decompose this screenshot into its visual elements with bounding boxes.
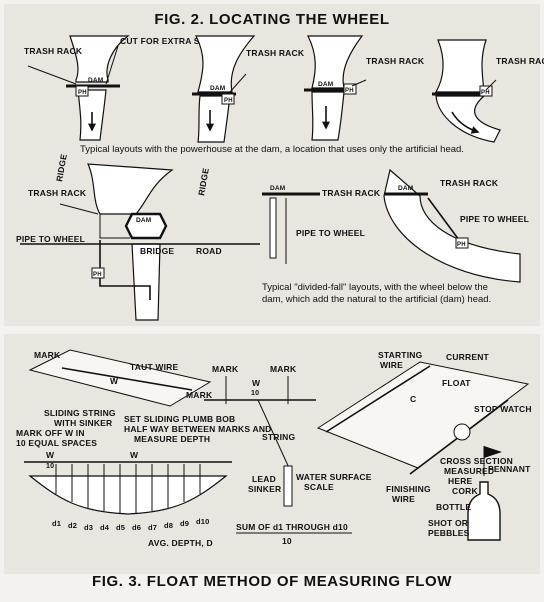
- middle-sinker: SINKER: [248, 484, 281, 494]
- fig2-caption2-line1: Typical "divided-fall" layouts, with the…: [262, 282, 488, 293]
- left-w10-bot: 10: [46, 463, 54, 470]
- left-taut-wire-label: TAUT WIRE: [130, 362, 179, 372]
- right-pennant: PENNANT: [488, 464, 531, 474]
- right-stop-watch: STOP WATCH: [474, 404, 532, 414]
- panel6-trash-rack: TRASH RACK: [322, 188, 381, 198]
- depth-label: d4: [100, 523, 110, 532]
- middle-lead: LEAD: [252, 474, 276, 484]
- panel7-ph: PH: [457, 242, 466, 248]
- left-w: W: [110, 376, 119, 386]
- depth-label: d10: [196, 517, 210, 526]
- depth-label: d1: [52, 519, 61, 528]
- fig3-title: FIG. 3. FLOAT METHOD OF MEASURING FLOW: [92, 573, 452, 590]
- left-w10-top: W: [46, 450, 55, 460]
- right-c: C: [410, 394, 416, 404]
- panel5-ph: PH: [93, 272, 102, 278]
- panel7-dam: DAM: [398, 185, 413, 192]
- panel1-ph: PH: [78, 90, 87, 96]
- depth-label: d8: [164, 521, 173, 530]
- panel2-trash-rack: TRASH RACK: [246, 48, 305, 58]
- depth-label: d2: [68, 521, 77, 530]
- panel4-river-upper: [436, 40, 486, 92]
- panel5-dam-label: DAM: [136, 217, 151, 224]
- right-shot-2: PEBBLES: [428, 528, 470, 538]
- panel6-pipe-channel: [270, 198, 276, 258]
- right-cross-2: MEASURED: [444, 466, 494, 476]
- left-mark-top: MARK: [34, 350, 61, 360]
- panel5-road-label: ROAD: [196, 246, 222, 256]
- panel6-pipe-label: PIPE TO WHEEL: [296, 228, 365, 238]
- left-set-plumb-3: MEASURE DEPTH: [134, 434, 210, 444]
- panel7-trash-rack: TRASH RACK: [440, 178, 499, 188]
- middle-water-surface: WATER SURFACE: [296, 472, 372, 482]
- panel2-ph: PH: [224, 98, 233, 104]
- middle-mark-left: MARK: [212, 364, 239, 374]
- right-current: CURRENT: [446, 352, 490, 362]
- left-set-plumb-1: SET SLIDING PLUMB BOB: [124, 414, 235, 424]
- right-starting: STARTING: [378, 350, 423, 360]
- depth-label: d6: [132, 523, 141, 532]
- right-cross-3: HERE: [448, 476, 473, 486]
- panel5-trash-rack: TRASH RACK: [28, 188, 87, 198]
- depth-label: d3: [84, 523, 93, 532]
- left-avg-depth: AVG. DEPTH, D: [148, 538, 213, 548]
- depth-label: d7: [148, 523, 157, 532]
- fig2: FIG. 2. LOCATING THE WHEEL PH DAM TRASH …: [4, 4, 544, 326]
- right-bottle: BOTTLE: [436, 502, 471, 512]
- left-set-plumb-2: HALF WAY BETWEEN MARKS AND: [124, 424, 272, 434]
- right-finishing: FINISHING: [386, 484, 431, 494]
- depth-label: d5: [116, 523, 125, 532]
- panel4-trash-rack: TRASH RACK: [496, 56, 544, 66]
- panel6-dam: DAM: [270, 185, 285, 192]
- right-shot-1: SHOT OR: [428, 518, 468, 528]
- panel4-ph: PH: [481, 90, 490, 96]
- panel3-river-lower: [312, 92, 344, 140]
- left-with-sinker: WITH SINKER: [54, 418, 112, 428]
- right-finishing-wire-label: WIRE: [392, 494, 415, 504]
- panel2-dam: DAM: [210, 85, 225, 92]
- fig2-caption2-line2: dam, which add the natural to the artifi…: [262, 294, 491, 305]
- middle-scale-label: SCALE: [304, 482, 334, 492]
- fig2-title: FIG. 2. LOCATING THE WHEEL: [154, 11, 389, 28]
- fig2-caption1: Typical layouts with the powerhouse at t…: [80, 144, 464, 155]
- left-mark-off-2: 10 EQUAL SPACES: [16, 438, 97, 448]
- panel7-pipe-label: PIPE TO WHEEL: [460, 214, 529, 224]
- panel1-dam: DAM: [88, 77, 103, 84]
- middle-sum-den: 10: [282, 536, 292, 546]
- panel3-dam: DAM: [318, 81, 333, 88]
- panel5-bridge: BRIDGE: [140, 246, 174, 256]
- stopwatch-icon: [454, 424, 470, 440]
- left-mark-right: MARK: [186, 390, 213, 400]
- middle-mark-right: MARK: [270, 364, 297, 374]
- panel1-trash-rack: TRASH RACK: [24, 46, 83, 56]
- panel3-trash-rack: TRASH RACK: [366, 56, 425, 66]
- middle-sum-line: SUM OF d1 THROUGH d10: [236, 522, 348, 532]
- left-sliding-string: SLIDING STRING: [44, 408, 116, 418]
- depth-label: d9: [180, 519, 189, 528]
- fig3: MARK TAUT WIRE W MARK SLIDING STRING WIT…: [4, 334, 540, 590]
- right-wire: WIRE: [380, 360, 403, 370]
- middle-scale: [284, 466, 292, 506]
- middle-w10-top: W: [252, 378, 261, 388]
- panel5-pipe-label: PIPE TO WHEEL: [16, 234, 85, 244]
- left-w-span: W: [130, 450, 139, 460]
- panel3-ph: PH: [345, 88, 354, 94]
- right-cork: CORK: [452, 486, 478, 496]
- middle-string-label: STRING: [262, 432, 296, 442]
- left-mark-off-1: MARK OFF W IN: [16, 428, 85, 438]
- middle-w10-bot: 10: [251, 390, 259, 397]
- right-float: FLOAT: [442, 378, 471, 388]
